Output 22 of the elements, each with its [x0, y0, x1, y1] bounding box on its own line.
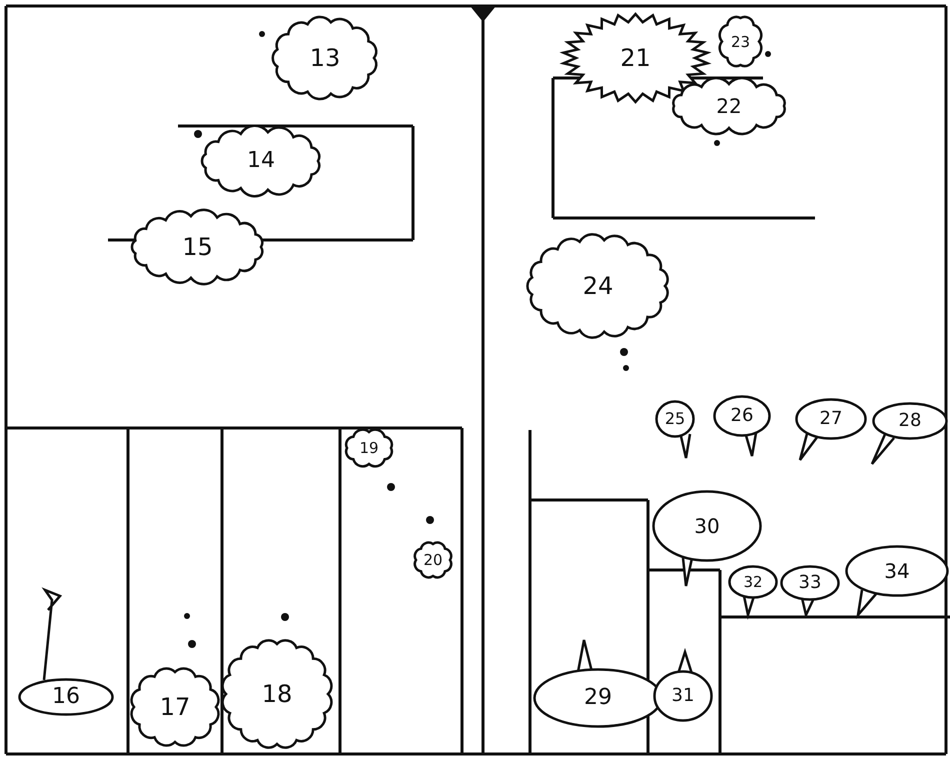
bubble-number: 18: [260, 678, 294, 710]
bubble-number: 29: [583, 684, 613, 712]
bubble-number: 32: [742, 572, 764, 592]
bubble-number: 16: [51, 683, 81, 712]
bubble-number: 34: [883, 558, 911, 585]
bubble-number: 31: [670, 684, 696, 708]
bubble-number: 30: [693, 513, 721, 540]
bubble-number: 26: [730, 404, 754, 428]
bubble-number: 22: [715, 93, 743, 120]
bubble-number: 19: [358, 438, 380, 458]
bubble-number: 13: [308, 42, 342, 74]
bubble-number: 20: [422, 550, 444, 570]
bubble-number: 25: [664, 408, 686, 430]
bubble-number: 33: [798, 571, 822, 596]
bubble-number: 28: [898, 409, 922, 434]
bubble-number: 27: [818, 407, 844, 432]
bubble-number: 15: [181, 232, 214, 263]
bubble-number: 17: [158, 692, 192, 723]
bubble-number: 23: [730, 32, 752, 52]
bubble-number: 21: [619, 42, 652, 74]
bubble-number: 24: [582, 270, 614, 302]
bubble-number: 14: [246, 147, 276, 176]
